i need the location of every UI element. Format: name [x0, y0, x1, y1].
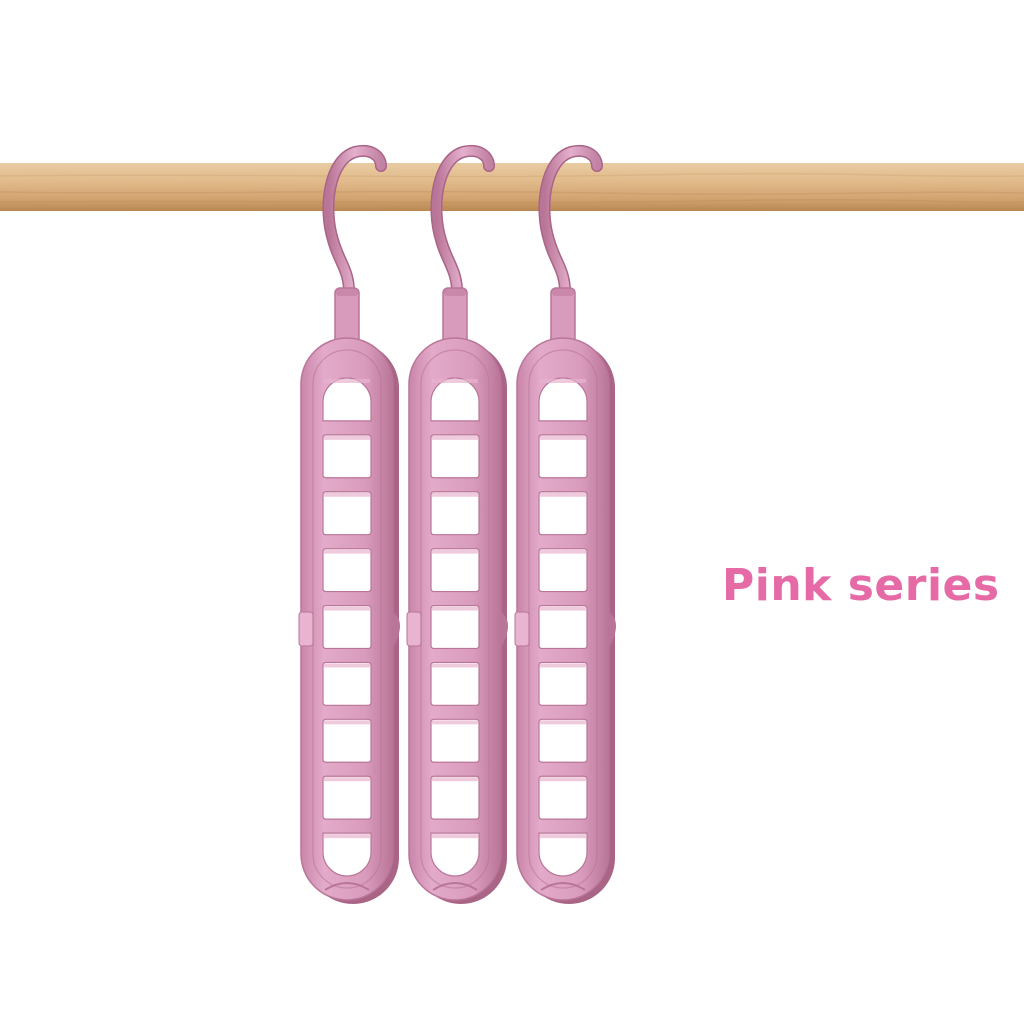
slot-ledge: [540, 777, 586, 782]
hinge-clip: [514, 611, 530, 647]
slot-ledge: [324, 663, 370, 668]
slot-ledge: [540, 492, 586, 497]
hanger-slot: [322, 718, 372, 763]
collar-band: [336, 288, 358, 296]
hanger-slot: [538, 604, 588, 650]
hanger-slot: [538, 434, 588, 479]
slot-ledge: [540, 663, 586, 668]
slot-ledge: [540, 549, 586, 554]
slot-ledge: [432, 663, 478, 668]
slot-ledge: [324, 435, 370, 440]
collar-band: [552, 288, 574, 296]
slot-ledge: [432, 435, 478, 440]
slot-ledge: [432, 834, 478, 839]
hinge-tab: [393, 612, 400, 648]
hanger-foot: [432, 882, 478, 891]
slot-ledge: [324, 834, 370, 839]
hanger-foot: [540, 882, 586, 891]
hanger: [406, 145, 508, 904]
hanger-slot: [538, 548, 588, 593]
slot-ledge: [324, 606, 370, 611]
hanger-slot: [430, 604, 480, 650]
slot-ledge: [540, 379, 586, 383]
hinge-clip: [298, 611, 314, 647]
hanger-slot: [430, 548, 480, 593]
slot-ledge: [432, 492, 478, 497]
wooden-rod: [0, 163, 1024, 211]
hanger-slot: [322, 832, 372, 877]
hinge-tab: [501, 612, 508, 648]
hanger-slot: [430, 775, 480, 820]
hanger-slot: [538, 832, 588, 877]
hanger-slot: [538, 491, 588, 536]
hanger-slot: [538, 718, 588, 763]
hanger-slot: [430, 718, 480, 763]
hanger-slot: [322, 661, 372, 706]
slot-ledge: [324, 549, 370, 554]
slot-ledge: [540, 834, 586, 839]
hanger-slot: [430, 434, 480, 479]
hanger-slot: [322, 548, 372, 593]
slot-ledge: [432, 379, 478, 383]
hanger-slot: [322, 604, 372, 650]
slot-ledge: [324, 720, 370, 725]
hanger-slot: [322, 775, 372, 820]
hanger-rim: [528, 349, 598, 889]
hanger-slot: [538, 661, 588, 706]
hook: [539, 146, 602, 297]
hinge-tab: [609, 612, 616, 648]
hanger: [514, 145, 616, 904]
hanger-slot: [322, 491, 372, 536]
hanger-slot: [322, 377, 372, 422]
hanger-slot: [430, 661, 480, 706]
hook: [431, 146, 494, 297]
hanger-slot: [322, 434, 372, 479]
hook: [323, 146, 386, 297]
slot-ledge: [540, 606, 586, 611]
hanger-foot: [324, 882, 370, 891]
slot-ledge: [432, 777, 478, 782]
hanger-rim: [312, 349, 382, 889]
hinge-clip: [406, 611, 422, 647]
slot-ledge: [324, 777, 370, 782]
series-caption: Pink series: [722, 560, 1000, 611]
hanger-slot: [430, 832, 480, 877]
hanger: [298, 145, 400, 904]
slot-ledge: [432, 606, 478, 611]
hanger-group: [298, 145, 616, 904]
hanger-slot: [430, 377, 480, 422]
hanger-rim: [420, 349, 490, 889]
slot-ledge: [324, 492, 370, 497]
slot-ledge: [432, 549, 478, 554]
collar-band: [444, 288, 466, 296]
hanger-slot: [538, 775, 588, 820]
slot-ledge: [324, 379, 370, 383]
slot-ledge: [432, 720, 478, 725]
slot-ledge: [540, 720, 586, 725]
slot-ledge: [540, 435, 586, 440]
hanger-slot: [538, 377, 588, 422]
hanger-slot: [430, 491, 480, 536]
